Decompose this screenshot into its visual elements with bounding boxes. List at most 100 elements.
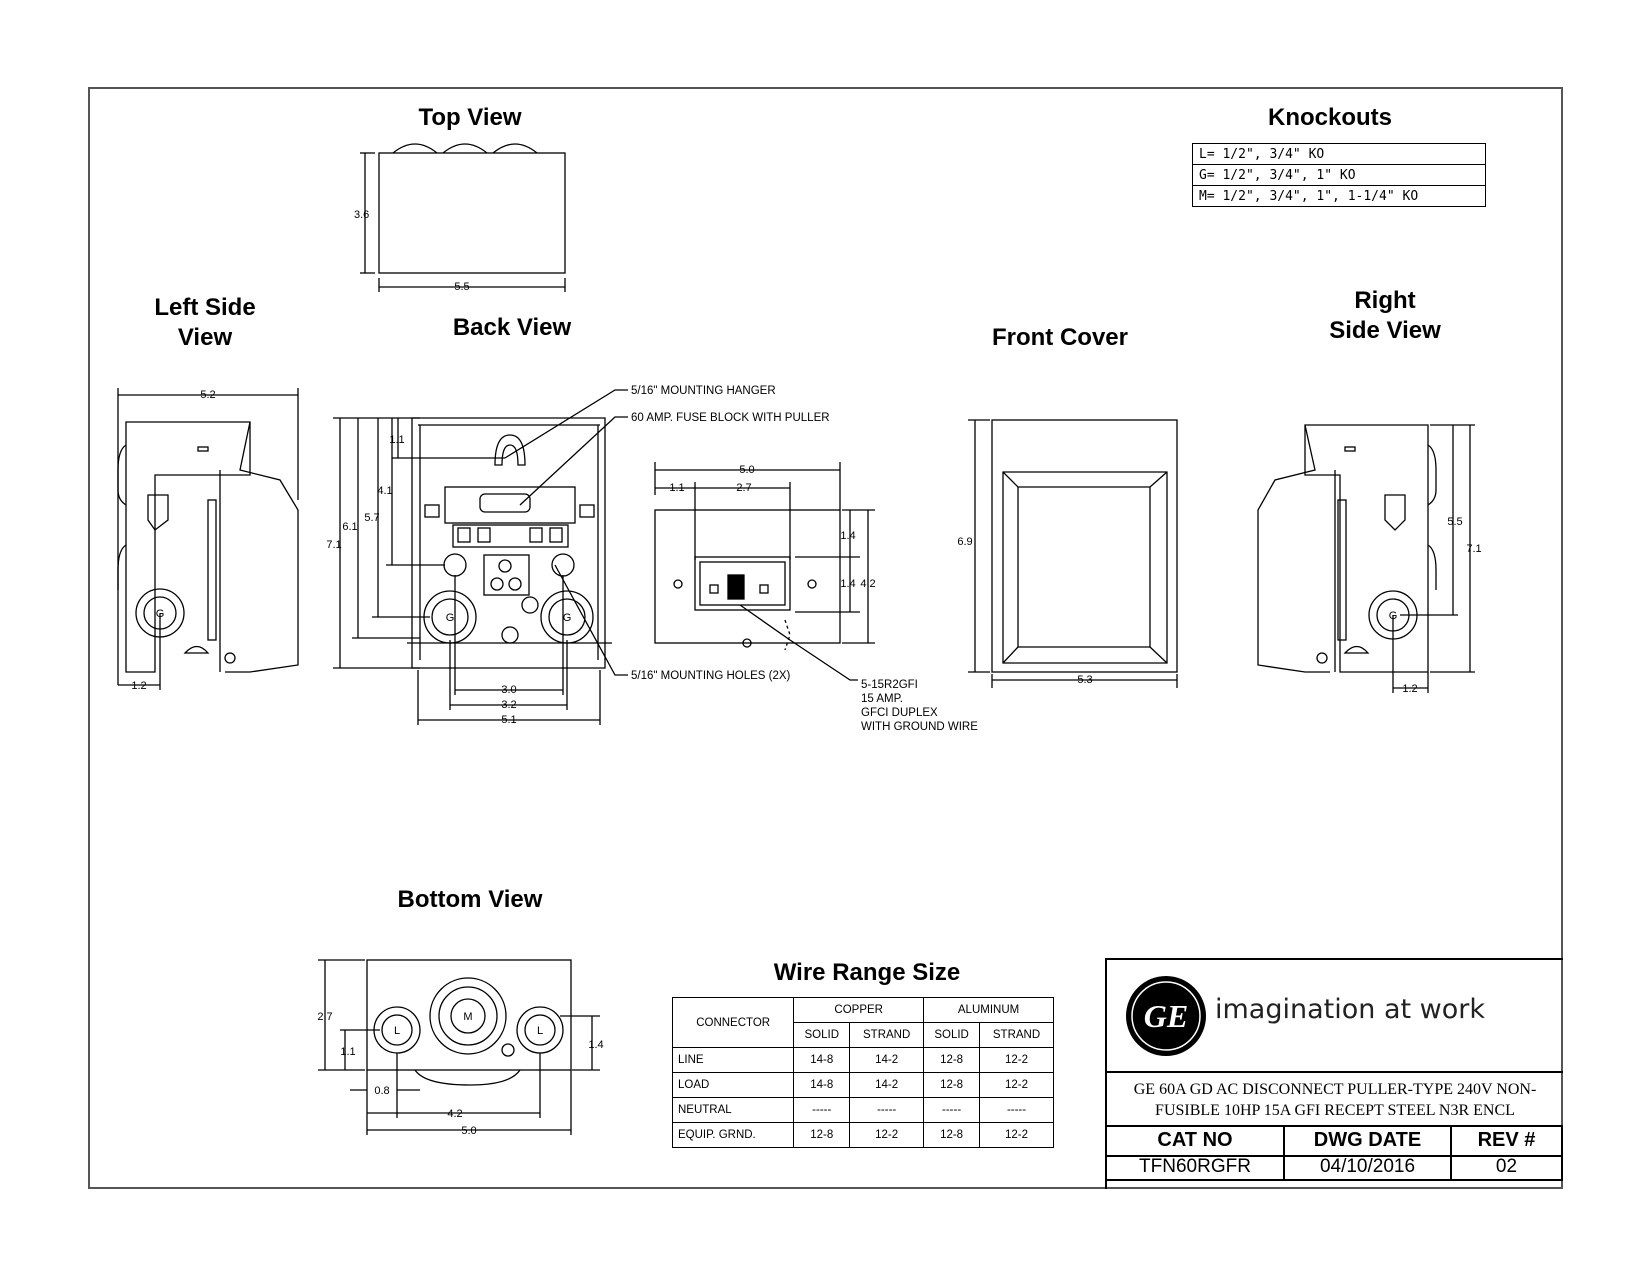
wire-header-copper: COPPER <box>793 997 925 1023</box>
bot-dim-1-4: 1.4 <box>588 1039 603 1051</box>
cat-no-label: CAT NO <box>1107 1127 1285 1155</box>
rec-dim-1-4a: 1.4 <box>840 530 855 542</box>
rec-dim-4-2: 4.2 <box>860 578 875 590</box>
right-ko-letter: G <box>1389 610 1398 622</box>
top-view-title: Top View <box>418 104 522 131</box>
back-view-drawing <box>333 389 858 725</box>
wire-cell: 12-8 <box>793 1122 851 1148</box>
bottom-view-title: Bottom View <box>397 886 543 913</box>
top-width-dim: 5.5 <box>454 281 469 293</box>
knockout-g: G= 1/2", 3/4", 1" KO <box>1192 164 1486 186</box>
left-ko-letter: G <box>156 608 165 620</box>
wire-cell: EQUIP. GRND. <box>671 1122 795 1148</box>
svg-text:GE: GE <box>1144 998 1188 1034</box>
front-dim-6-9: 6.9 <box>957 536 972 548</box>
knockout-m: M= 1/2", 3/4", 1", 1-1/4" KO <box>1192 185 1486 207</box>
rev-value: 02 <box>1452 1155 1563 1179</box>
wire-cell: 14-2 <box>849 1072 925 1098</box>
wire-header-solid: SOLID <box>793 1022 851 1048</box>
back-ko-g: G <box>446 612 455 624</box>
rec-dim-5-0: 5.0 <box>739 464 754 476</box>
table-row: EQUIP. GRND. 12-8 12-2 12-8 12-2 <box>671 1122 1054 1148</box>
bot-dim-5-0: 5.0 <box>461 1125 476 1137</box>
back-dim-7-1: 7.1 <box>326 539 341 551</box>
wire-header-solid: SOLID <box>923 1022 981 1048</box>
wire-range-title: Wire Range Size <box>773 959 961 986</box>
front-cover-drawing <box>968 419 1178 688</box>
wire-cell: LOAD <box>671 1072 795 1098</box>
wire-range-table: CONNECTOR COPPER ALUMINUM SOLID STRAND S… <box>671 997 1054 1148</box>
callout-gfci-1: 5-15R2GFI <box>861 679 918 691</box>
wire-cell: 14-2 <box>849 1047 925 1073</box>
back-dim-5-7: 5.7 <box>364 512 379 524</box>
wire-cell: 12-2 <box>849 1122 925 1148</box>
wire-cell: NEUTRAL <box>671 1097 795 1123</box>
title-block-headers: CAT NO DWG DATE REV # <box>1107 1127 1563 1157</box>
ge-logo-icon: GE <box>1126 976 1206 1056</box>
cat-no-value: TFN60RGFR <box>1107 1155 1285 1179</box>
knockouts-title: Knockouts <box>1267 104 1392 131</box>
top-height-dim: 3.6 <box>354 209 369 221</box>
back-view-title: Back View <box>452 314 572 341</box>
logo-area: GE imagination at work <box>1107 960 1563 1073</box>
title-block-values: TFN60RGFR 04/10/2016 02 <box>1107 1155 1563 1181</box>
bot-dim-2-7: 2.7 <box>317 1011 332 1023</box>
wire-header-aluminum: ALUMINUM <box>923 997 1054 1023</box>
callout-gfci-4: WITH GROUND WIRE <box>861 721 978 733</box>
left-bottom-dim: 1.2 <box>131 680 146 692</box>
right-side-view-drawing <box>1257 424 1475 693</box>
knockouts-table: L= 1/2", 3/4" KO G= 1/2", 3/4", 1" KO M=… <box>1192 143 1486 207</box>
dwg-date-label: DWG DATE <box>1285 1127 1452 1155</box>
drawing-frame <box>88 87 1563 1189</box>
wire-cell: ----- <box>923 1097 981 1123</box>
front-cover-title: Front Cover <box>991 324 1128 351</box>
title-block: GE imagination at work GE 60A GD AC DISC… <box>1105 958 1563 1189</box>
bot-dim-4-2: 4.2 <box>447 1108 462 1120</box>
wire-cell: ----- <box>793 1097 851 1123</box>
knockout-row: M= 1/2", 3/4", 1", 1-1/4" KO <box>1192 185 1486 207</box>
right-dim-1-2: 1.2 <box>1402 683 1417 695</box>
wire-cell: 12-2 <box>979 1122 1054 1148</box>
product-description: GE 60A GD AC DISCONNECT PULLER-TYPE 240V… <box>1107 1073 1563 1127</box>
dwg-date-value: 04/10/2016 <box>1285 1155 1452 1179</box>
back-dim-4-1: 4.1 <box>377 485 392 497</box>
wire-header-connector: CONNECTOR <box>671 997 795 1048</box>
wire-cell: 14-8 <box>793 1047 851 1073</box>
receptacle-plate-drawing <box>654 462 875 651</box>
table-row: NEUTRAL ----- ----- ----- ----- <box>671 1097 1054 1123</box>
left-side-view-drawing <box>117 388 299 690</box>
wire-cell: 12-8 <box>923 1047 981 1073</box>
rec-dim-2-7: 2.7 <box>736 482 751 494</box>
wire-cell: 12-8 <box>923 1072 981 1098</box>
top-view-drawing <box>360 143 566 292</box>
right-dim-5-5: 5.5 <box>1447 516 1462 528</box>
wire-cell: LINE <box>671 1047 795 1073</box>
back-dim-3-2: 3.2 <box>501 699 516 711</box>
callout-fuse-block: 60 AMP. FUSE BLOCK WITH PULLER <box>631 412 830 424</box>
wire-cell: 12-8 <box>923 1122 981 1148</box>
bot-dim-1-1: 1.1 <box>340 1046 355 1058</box>
rec-dim-1-4b: 1.4 <box>840 578 855 590</box>
bot-dim-0-8: 0.8 <box>374 1085 389 1097</box>
callout-gfci-3: GFCI DUPLEX <box>861 707 938 719</box>
wire-cell: ----- <box>979 1097 1054 1123</box>
front-dim-5-3: 5.3 <box>1077 674 1092 686</box>
wire-cell: 12-2 <box>979 1047 1054 1073</box>
tagline: imagination at work <box>1215 994 1485 1025</box>
right-dim-7-1: 7.1 <box>1466 543 1481 555</box>
callout-mounting-holes: 5/16" MOUNTING HOLES (2X) <box>631 670 791 682</box>
table-row: LOAD 14-8 14-2 12-8 12-2 <box>671 1072 1054 1098</box>
bot-ko-m: M <box>463 1011 472 1023</box>
callout-mounting-hanger: 5/16" MOUNTING HANGER <box>631 385 776 397</box>
callout-gfci-2: 15 AMP. <box>861 693 903 705</box>
right-side-view-title: Right Side View <box>1329 287 1441 344</box>
left-width-dim: 5.2 <box>200 389 215 401</box>
wire-header-strand: STRAND <box>849 1022 925 1048</box>
knockout-row: G= 1/2", 3/4", 1" KO <box>1192 164 1486 186</box>
wire-cell: 12-2 <box>979 1072 1054 1098</box>
bottom-view-drawing <box>318 959 600 1135</box>
back-dim-1-1: 1.1 <box>389 434 404 446</box>
back-dim-3-0: 3.0 <box>501 684 516 696</box>
wire-header-strand: STRAND <box>979 1022 1054 1048</box>
table-row: LINE 14-8 14-2 12-8 12-2 <box>671 1047 1054 1073</box>
